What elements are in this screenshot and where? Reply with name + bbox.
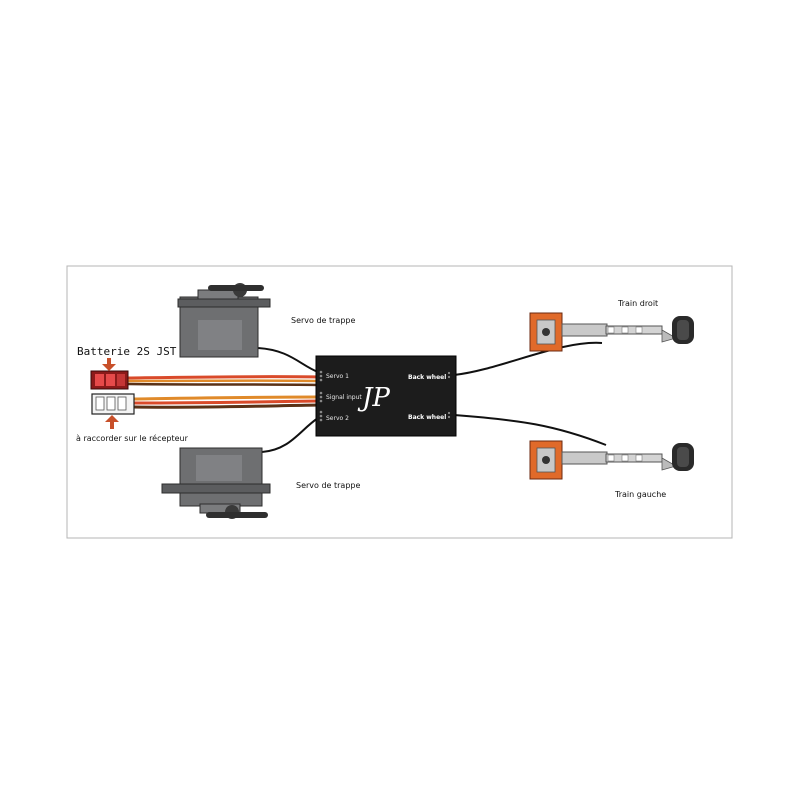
servo-top-lead [257,347,319,373]
servo-bottom [161,447,271,519]
gear-left-lead [453,414,607,446]
receiver-connector [91,393,135,415]
port-servo2-label: Servo 2 [326,415,349,422]
port-servo1-label: Servo 1 [326,373,349,380]
wiring [127,341,607,453]
battery-arrow-icon [102,358,116,371]
receiver-label: à raccorder sur le récepteur [76,433,189,443]
battery-connector [90,370,129,390]
receiver-wire-brown [133,403,319,409]
battery-label: Batterie 2S JST [77,345,177,358]
port-signal-label: Signal input [326,394,362,401]
landing-gear-right [529,312,694,352]
servo-top-label: Servo de trappe [291,316,355,325]
servo-bottom-horn [206,512,268,518]
servo-bottom-label: Servo de trappe [296,481,360,490]
battery-wire-red [127,375,319,380]
receiver-wire-orange [133,395,319,401]
gear-right-label: Train droit [617,299,658,308]
servo-top-flange [177,298,271,308]
port-back-wheel-1-label: Back wheel [408,374,446,381]
battery-wire-brown [127,382,319,387]
servo-bottom-lead [261,417,319,453]
controller-logo: JP [357,383,390,413]
servo-bottom-flange [161,483,271,494]
receiver-arrow-icon [105,415,119,429]
gear-right-lead [453,341,603,376]
receiver-wire-red [133,399,319,405]
servo-top-horn [208,285,264,291]
controller: Servo 1 Signal input Servo 2 JP Back whe… [315,355,457,437]
landing-gear-left [529,440,694,480]
controller-box [315,355,457,437]
port-back-wheel-2-label: Back wheel [408,414,446,421]
gear-left-label: Train gauche [614,490,666,499]
servo-top [177,283,271,358]
